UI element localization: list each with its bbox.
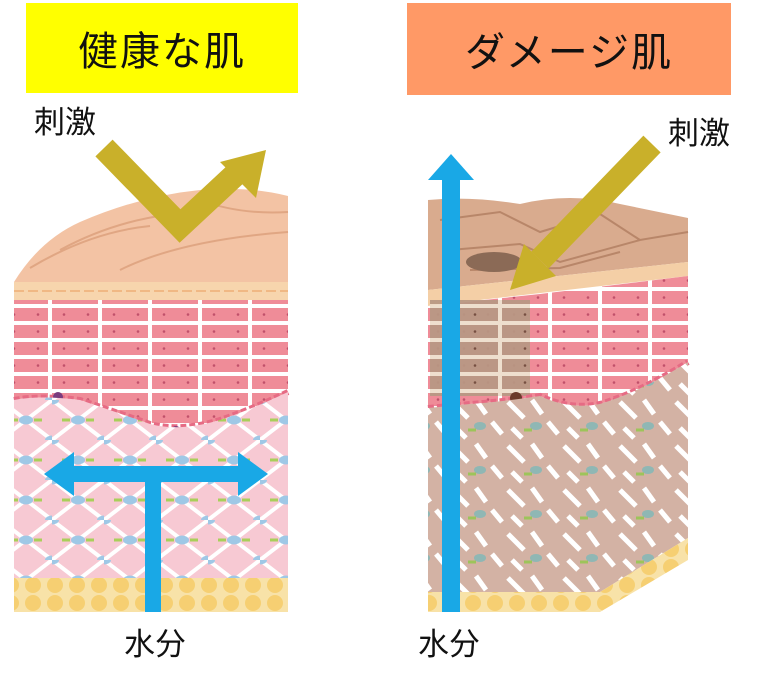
damaged-skin-block [427,198,690,612]
healthy-skin-title: 健康な肌 [26,3,298,93]
water-retained-arrow [44,452,268,612]
damaged-skin-title: ダメージ肌 [407,3,731,95]
stimulus-penetrate-arrow [510,135,661,290]
healthy-stimulus-label: 刺激 [34,105,96,141]
healthy-skin-block [13,188,290,612]
damaged-water-label: 水分 [418,627,480,663]
healthy-water-label: 水分 [124,627,186,663]
damaged-stimulus-label: 刺激 [668,116,730,152]
stimulus-bounce-arrow [95,139,266,243]
water-escape-arrow [428,154,474,612]
